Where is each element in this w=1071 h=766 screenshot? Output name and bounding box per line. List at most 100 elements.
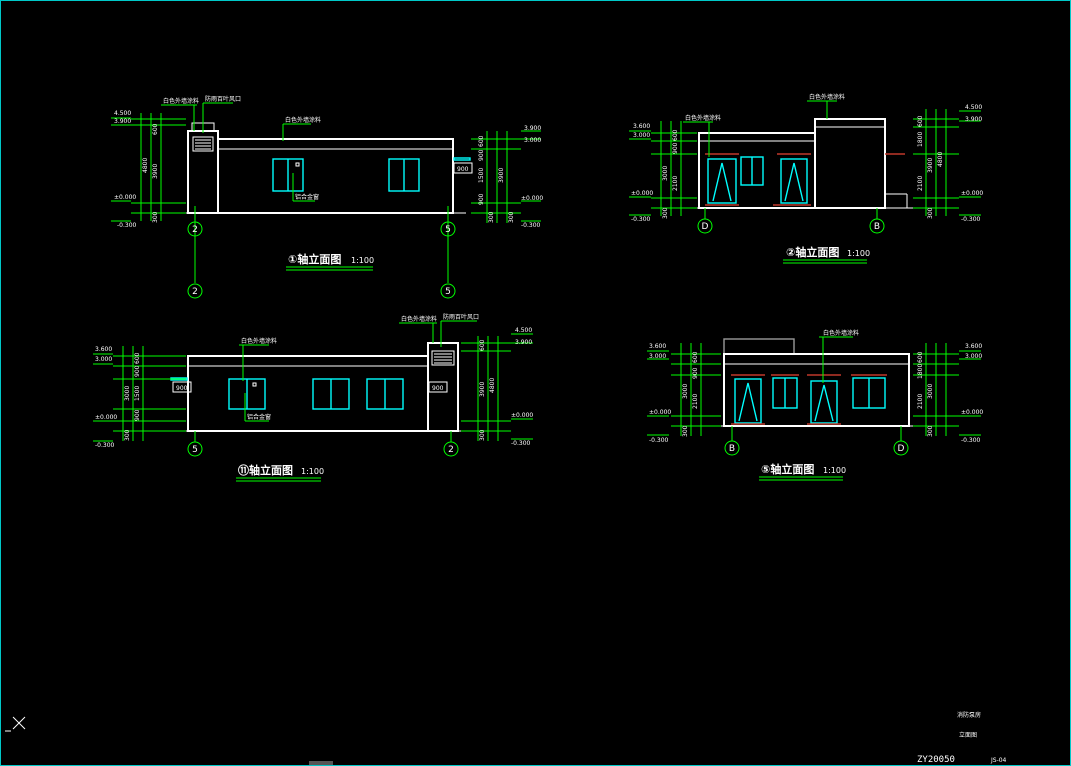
dimension-text: 3900 [498, 168, 505, 183]
tag-text: 900 [176, 385, 188, 392]
left-dimension-chain [629, 121, 697, 216]
level-label: 3.000 [633, 132, 650, 139]
title-block: 消防泵房 立面图 ZY20050 JS-04 [917, 711, 1007, 765]
note-leaders [161, 102, 315, 202]
elevation-title: ⑤轴立面图 [761, 462, 814, 476]
elevation-scale: 1:100 [847, 249, 870, 258]
dimension-text: 3000 [927, 384, 934, 399]
level-label: 3.600 [633, 123, 650, 130]
dimension-text: 2100 [917, 394, 924, 409]
axis-label: B [874, 222, 880, 232]
dimension-text: 2100 [672, 176, 679, 191]
axis-markers [724, 426, 909, 456]
dimension-text: 600 [152, 123, 159, 135]
level-label: 3.000 [965, 353, 982, 360]
dimension-text: 900 [478, 193, 485, 205]
dimension-text: 300 [508, 211, 515, 223]
right-dimension-chain [461, 333, 533, 441]
level-label: 4.500 [965, 104, 982, 111]
sheet-name: 立面图 [959, 731, 977, 739]
level-label: ±0.000 [521, 195, 543, 202]
dimension-text: 4800 [142, 158, 149, 173]
window-1b [388, 158, 420, 192]
axis-label: 5 [445, 287, 451, 297]
level-label: 3.900 [114, 118, 131, 125]
elevation-2: 3.600 3.000 ±0.000 -0.300 600 900 2100 3… [629, 93, 983, 264]
dimension-text: 1500 [134, 386, 141, 401]
note-text: 防雨百叶风口 [443, 313, 479, 321]
dimension-text: 900 [134, 409, 141, 421]
sheet-code: JS-04 [990, 757, 1007, 764]
roof-tower-outline [723, 338, 795, 355]
axis-label: 5 [445, 225, 451, 235]
note-text: 铝合金窗 [247, 413, 271, 421]
axis-label: B [729, 444, 735, 454]
dimension-text: 2100 [692, 394, 699, 409]
door-2a [705, 153, 739, 206]
tag-box [453, 162, 473, 174]
level-label: ±0.000 [961, 190, 983, 197]
level-label: ±0.000 [961, 409, 983, 416]
right-dimension-chain [913, 109, 981, 216]
vent-hood [453, 157, 471, 161]
dimension-text: 1800 [917, 364, 924, 379]
door-4a [731, 374, 765, 425]
door-2b [773, 153, 811, 206]
drawing-number: ZY20050 [917, 755, 955, 765]
dimension-text: 300 [927, 425, 934, 437]
axis-label: 2 [192, 225, 198, 235]
dimension-text: 600 [134, 352, 141, 364]
project-name: 消防泵房 [957, 711, 981, 719]
louver-vent [431, 350, 455, 366]
tag-text: 900 [457, 166, 469, 173]
ucs-icon [5, 716, 26, 732]
elevation-title: ①轴立面图 [288, 252, 341, 266]
note-text: 白色外墙涂料 [241, 337, 277, 345]
window-4b [851, 374, 887, 409]
dimension-text: 900 [692, 367, 699, 379]
note-leaders [819, 336, 853, 383]
elevation-1: 900 4.500 3.900 ±0.000 -0.300 600 3900 4… [111, 95, 543, 299]
window-1a [272, 158, 304, 192]
level-label: ±0.000 [631, 190, 653, 197]
window-2a [740, 156, 764, 186]
level-label: ±0.000 [649, 409, 671, 416]
dimension-text: 1500 [478, 168, 485, 183]
louver-vent [192, 136, 214, 152]
level-label: -0.300 [631, 216, 651, 223]
tag-text: 900 [432, 385, 444, 392]
main-volume-outline [187, 355, 429, 432]
dimension-text: 3000 [124, 386, 131, 401]
dimension-text: 600 [917, 115, 924, 127]
level-label: 3.600 [965, 343, 982, 350]
note-leaders [683, 100, 837, 157]
dimension-text: 1800 [917, 132, 924, 147]
window-3b [312, 378, 350, 410]
elevation-4: 3.600 3.000 ±0.000 -0.300 600 900 2100 3… [647, 329, 983, 481]
level-label: -0.300 [117, 222, 137, 229]
note-text: 白色外墙涂料 [163, 97, 199, 105]
level-label: 3.900 [515, 339, 532, 346]
axis-markers [187, 206, 456, 299]
level-label: -0.300 [649, 437, 669, 444]
level-label: ±0.000 [114, 194, 136, 201]
elevation-scale: 1:100 [301, 467, 324, 476]
axis-label: D [898, 444, 905, 454]
dimension-text: 300 [927, 207, 934, 219]
axis-label: D [702, 222, 709, 232]
dimension-text: 600 [917, 351, 924, 363]
axis-label: 2 [192, 287, 198, 297]
window-4a [771, 374, 799, 409]
level-label: -0.300 [961, 216, 981, 223]
note-text: 白色外墙涂料 [401, 315, 437, 323]
dimension-text: 3000 [682, 384, 689, 399]
dimension-text: 300 [479, 429, 486, 441]
right-dimension-chain [913, 343, 981, 436]
axis-markers [697, 208, 885, 234]
dimension-text: 3900 [152, 164, 159, 179]
layout-tab[interactable] [309, 761, 333, 765]
dimension-text: 600 [672, 129, 679, 141]
note-text: 铝合金窗 [295, 193, 319, 201]
